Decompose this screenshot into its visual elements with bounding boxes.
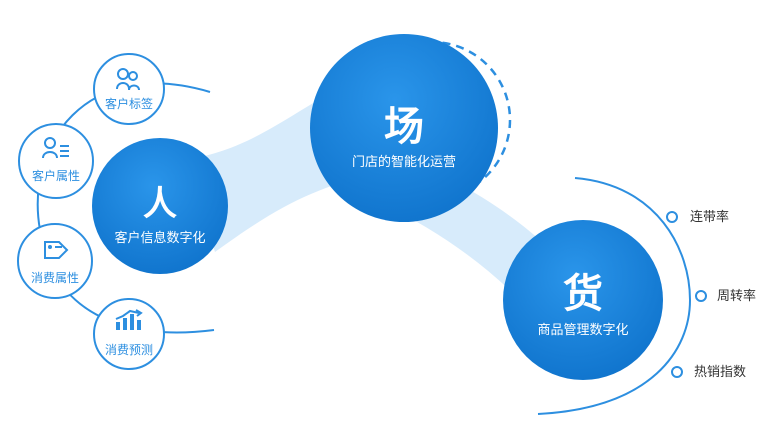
left-branch-label-4: 消费预测 [105, 343, 153, 357]
people-node [92, 138, 228, 274]
right-branch-label-1: 连带率 [690, 209, 729, 225]
left-branch-label-1: 客户标签 [105, 96, 153, 111]
right-branch-label-2: 周转率 [717, 288, 756, 304]
place-node [310, 34, 498, 222]
right-branch-hot-sale-index: 热销指数 [671, 365, 746, 380]
goods-subtitle: 商品管理数字化 [537, 323, 628, 338]
right-branch-turnover-rate: 周转率 [695, 288, 756, 304]
left-branch-consumption-forecast: 消费预测 [93, 298, 165, 370]
trend-chart-icon [115, 309, 143, 330]
left-branch-label-3: 消费属性 [31, 271, 79, 285]
user-list-icon [42, 137, 69, 159]
users-icon [116, 68, 140, 91]
right-branch-attachment-rate: 连带率 [666, 209, 729, 225]
right-branch-label-3: 热销指数 [694, 365, 746, 380]
goods-node [503, 220, 663, 380]
place-subtitle: 门店的智能化运营 [352, 154, 456, 170]
right-orbit-arc [537, 177, 692, 415]
left-branch-consumption-attribute: 消费属性 [17, 223, 93, 299]
people-subtitle: 客户信息数字化 [114, 230, 205, 246]
left-branch-customer-tag: 客户标签 [93, 53, 165, 125]
place-title: 场 [384, 104, 424, 150]
left-branch-customer-attribute: 客户属性 [18, 123, 94, 199]
people-title: 人 [143, 184, 177, 224]
left-branch-label-2: 客户属性 [32, 168, 80, 183]
tag-icon [44, 241, 69, 259]
goods-title: 货 [563, 271, 603, 317]
